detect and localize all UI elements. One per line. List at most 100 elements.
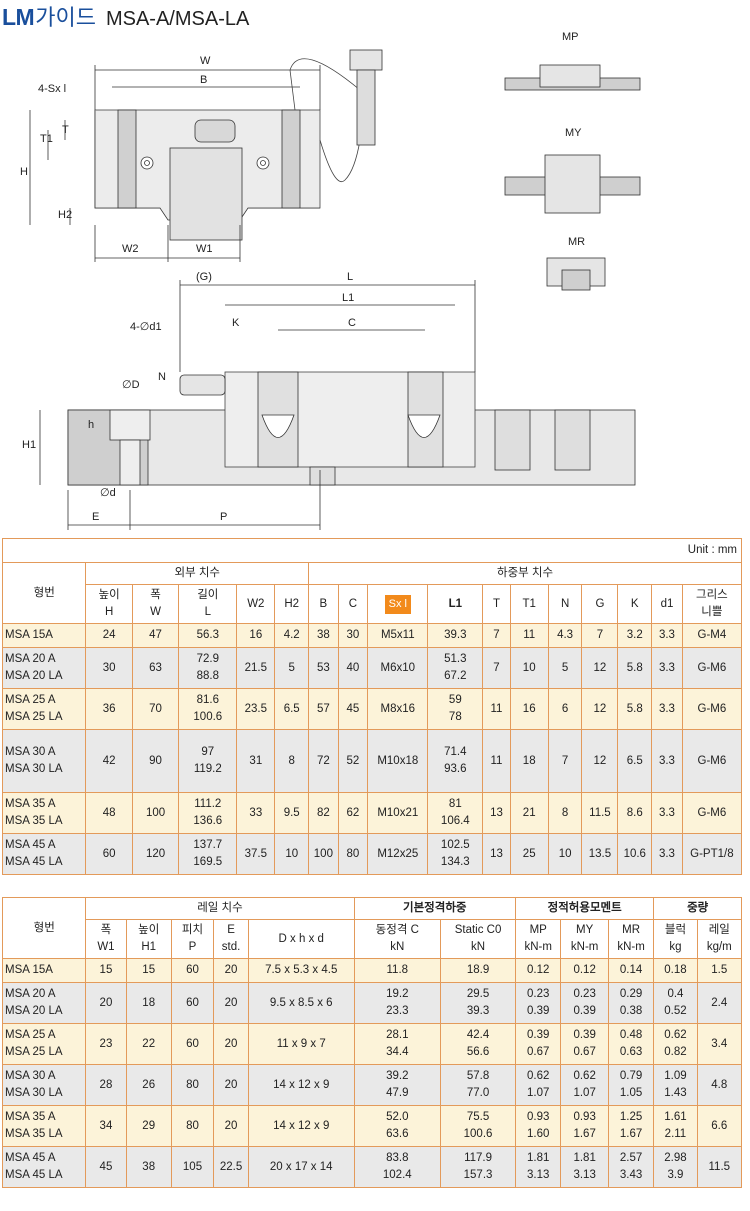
cell-sxl: M10x18 (367, 729, 429, 793)
cell-w2-line: 31 (249, 754, 263, 767)
cell-h2: 4.2 (274, 623, 310, 648)
cell-h: 60 (85, 833, 133, 875)
cell-c: 45 (337, 688, 369, 730)
model-cell-line: MSA 35 LA (5, 1128, 63, 1140)
cell-mp-line: 0.62 (527, 1070, 550, 1082)
cell-h1-line: 26 (142, 1078, 156, 1091)
cell-w: 47 (131, 623, 180, 648)
cell-block-line: 0.18 (664, 964, 687, 976)
cell-b: 57 (308, 688, 339, 730)
header-cell-line: H (104, 606, 114, 618)
cell-w-line: 100 (145, 806, 166, 819)
cell-mp-line: 1.81 (527, 1152, 550, 1164)
header-cell-line: kg/m (706, 941, 732, 953)
model-cell-line: MSA 35 A (5, 1111, 56, 1123)
cell-w1: 34 (85, 1105, 127, 1147)
cell-l-line: 56.3 (196, 629, 219, 641)
cell-t: 13 (482, 792, 511, 834)
cell-h1-line: 29 (142, 1119, 156, 1132)
cell-l-line: 88.8 (196, 670, 219, 682)
cell-h1: 22 (125, 1023, 172, 1065)
cell-mr-line: 3.43 (619, 1169, 643, 1181)
col-model-2: 형번 (1, 897, 87, 959)
header-cell: L1 (427, 584, 484, 624)
cell-h2: 10 (274, 833, 310, 875)
group-moment: 정적허용모멘트 (515, 897, 655, 920)
cell-c0-line: 157.3 (463, 1169, 493, 1181)
cell-grease: G-M6 (681, 688, 743, 730)
cell-n: 5 (547, 647, 583, 689)
cell-mp-line: 1.60 (527, 1128, 550, 1140)
cell-dhd-line: 11 x 9 x 7 (276, 1037, 326, 1050)
header-cell-line: 폭 (150, 589, 161, 601)
cell-g: 13.5 (581, 833, 619, 875)
cell-w2-line: 16 (249, 629, 263, 641)
header-cell: H2 (274, 584, 310, 624)
header-cell-line: 동정격 C (375, 924, 419, 936)
model-cell-line: MSA 35 LA (5, 815, 63, 827)
cell-my-line: 0.39 (573, 1029, 596, 1041)
header-cell-line: 높이 (138, 924, 160, 936)
header-cell-line: 블럭 (664, 924, 687, 936)
cell-p: 60 (170, 1023, 215, 1065)
cell-h2: 5 (274, 647, 310, 689)
cell-t: 11 (482, 688, 511, 730)
cell-n-line: 7 (561, 754, 569, 767)
cell-l-line: 111.2 (194, 798, 222, 810)
cell-dhd: 14 x 12 x 9 (247, 1064, 355, 1106)
header-cell: 높이 H (85, 584, 133, 624)
cell-n-line: 5 (561, 661, 569, 674)
model-cell: MSA 35 A MSA 35 LA (1, 1105, 87, 1147)
cell-p-line: 60 (186, 996, 199, 1009)
label-P: P (220, 511, 227, 523)
cell-mp-line: 3.13 (527, 1169, 550, 1181)
header-cell-line: 높이 (98, 589, 120, 601)
cell-my-line: 0.62 (573, 1070, 596, 1082)
cell-c-line: 45 (346, 702, 360, 715)
cell-sxl-line: M10x21 (377, 806, 419, 819)
cell-c-line: 30 (346, 629, 360, 641)
group-weight: 중량 (653, 897, 742, 920)
cell-h-line: 24 (102, 629, 116, 641)
cell-rail-line: 3.4 (711, 1037, 728, 1050)
cell-e-line: 20 (224, 964, 238, 976)
cell-w: 120 (131, 833, 180, 875)
cell-mr-line: 1.05 (619, 1087, 643, 1099)
cell-b-line: 100 (313, 847, 333, 860)
cell-h-line: 42 (102, 754, 116, 767)
cell-n: 6 (547, 688, 583, 730)
cell-h-line: 48 (102, 806, 116, 819)
header-cell-line: N (560, 597, 570, 610)
cell-c: 40 (337, 647, 369, 689)
cell-w2-line: 33 (249, 806, 263, 819)
cell-my-line: 0.93 (573, 1111, 596, 1123)
cell-c-line: 39.2 (386, 1070, 409, 1082)
header-cell: G (581, 584, 619, 624)
model-cell-line: MSA 25 A (5, 694, 56, 706)
cell-mr-line: 0.14 (619, 964, 643, 976)
cell-t1: 11 (509, 623, 549, 648)
header-cell-line: 피치 (181, 924, 204, 936)
cell-block-line: 0.4 (667, 988, 684, 1000)
cell-h2-line: 10 (285, 847, 299, 860)
cell-c: 52 (337, 729, 369, 793)
cell-h2-line: 4.2 (283, 629, 300, 641)
cell-grease-line: G-PT1/8 (690, 847, 734, 860)
cell-w1: 23 (85, 1023, 127, 1065)
